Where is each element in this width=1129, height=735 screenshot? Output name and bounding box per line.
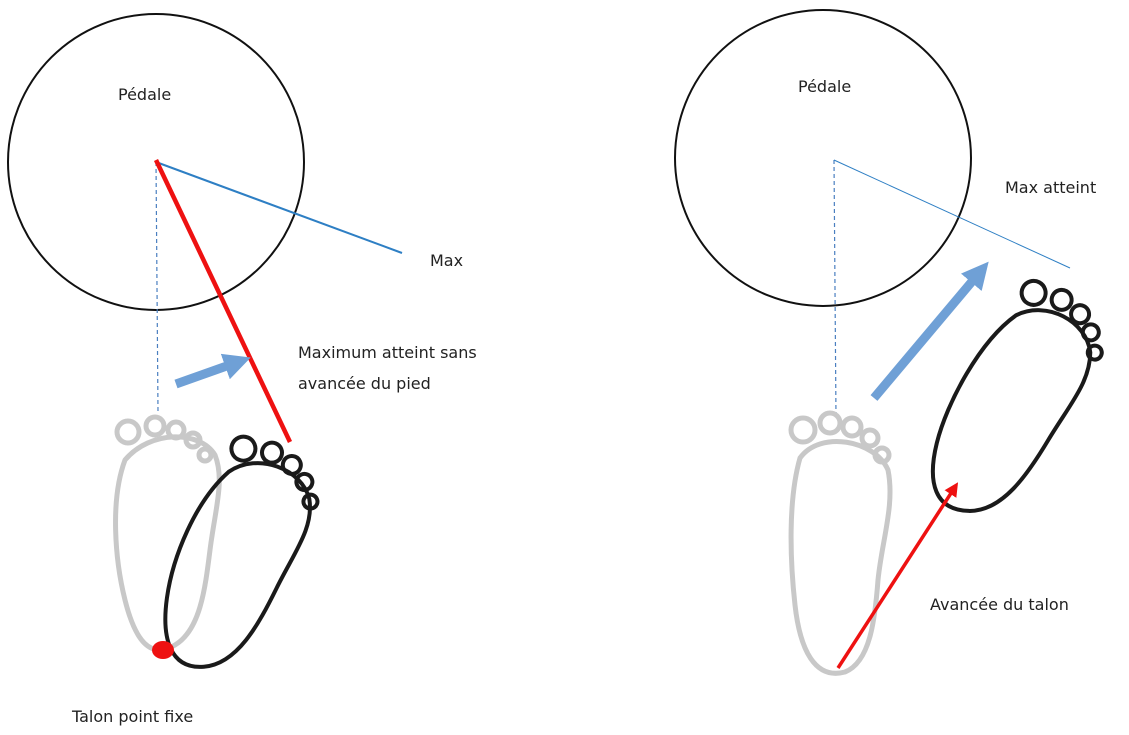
reference-dashed-line-right: [834, 160, 836, 418]
left-panel: Pédale Max Maximum atteint sans avancée …: [8, 14, 477, 726]
heel-advance-label: Avancée du talon: [930, 595, 1069, 614]
max-label: Max: [430, 251, 463, 270]
max-reached-label: Max atteint: [1005, 178, 1096, 197]
pedal-label-right: Pédale: [798, 77, 851, 96]
max-reached-line: [834, 160, 1070, 268]
fixed-heel-point: [152, 641, 174, 659]
pedal-label-left: Pédale: [118, 85, 171, 104]
right-panel: Pédale Max atteint Avancée du t: [675, 10, 1120, 673]
reach-line-red: [156, 160, 290, 442]
max-reached-label-line2: avancée du pied: [298, 374, 431, 393]
max-reached-label-line1: Maximum atteint sans: [298, 343, 477, 362]
reference-dashed-line-left: [156, 162, 158, 412]
advanced-foot-right: [908, 268, 1121, 536]
rotation-arrow: [176, 362, 238, 384]
ghost-foot-left: [116, 417, 220, 650]
heel-advance-arrow: [838, 487, 955, 668]
pedal-circle-right: [675, 10, 971, 306]
fixed-heel-label: Talon point fixe: [71, 707, 193, 726]
ghost-foot-right: [791, 413, 890, 673]
